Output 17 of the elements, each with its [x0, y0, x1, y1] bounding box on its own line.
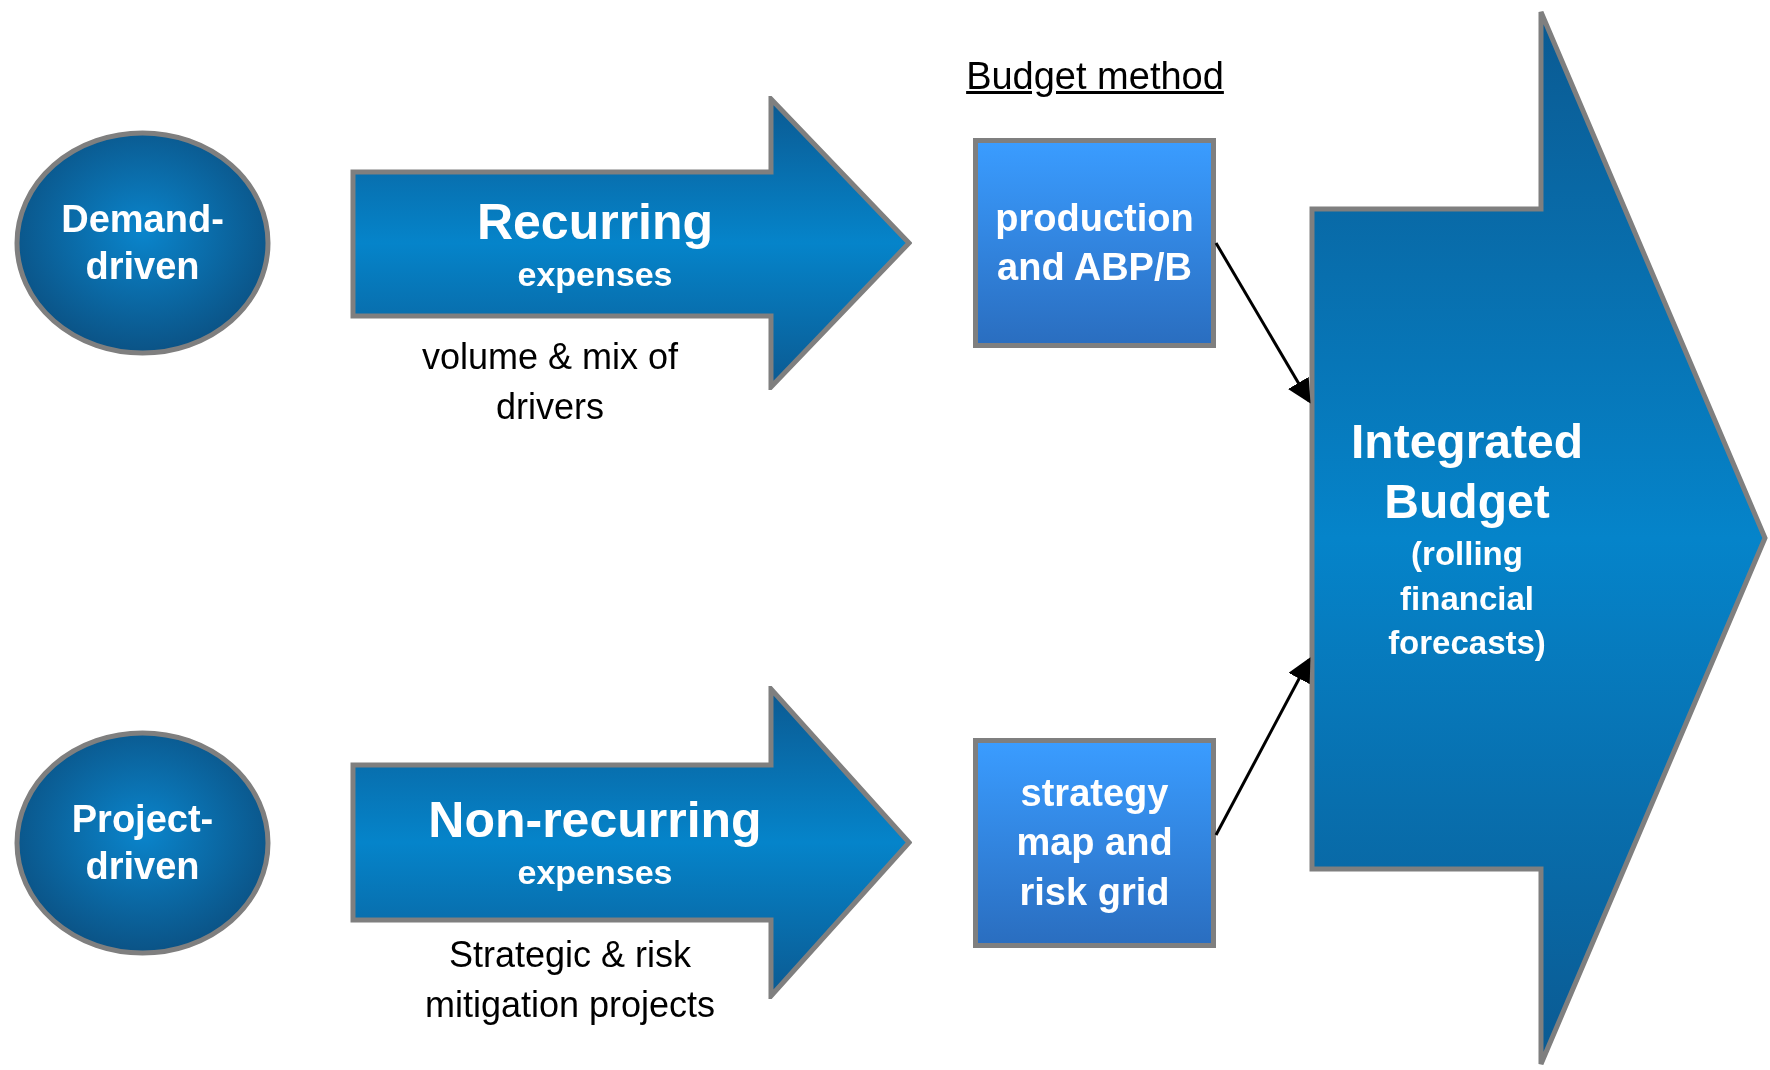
arrow [1214, 657, 1311, 836]
box-label: strategy map and risk grid [1015, 770, 1174, 915]
oval-label: Project-driven [70, 796, 215, 889]
arrow-caption: Strategic & risk mitigation projects [423, 933, 717, 1028]
arrow-caption: volume & mix of drivers [420, 335, 680, 430]
arrow-title: Integrated Budget [1350, 414, 1584, 531]
arrow-subtitle: expenses [517, 253, 673, 295]
arrow-title: Recurring [476, 192, 714, 252]
method-box [973, 138, 1216, 348]
arrow-subtitle: (rolling financial forecasts) [1387, 534, 1547, 664]
arrow-subtitle: expenses [517, 852, 673, 894]
box-label: production and ABP/B [994, 195, 1195, 290]
arrow-title: Non-recurring [428, 791, 762, 851]
section-heading: Budget method [965, 54, 1225, 99]
method-box [973, 738, 1216, 948]
arrow [1214, 242, 1311, 404]
oval-label: Demand-driven [60, 196, 225, 289]
